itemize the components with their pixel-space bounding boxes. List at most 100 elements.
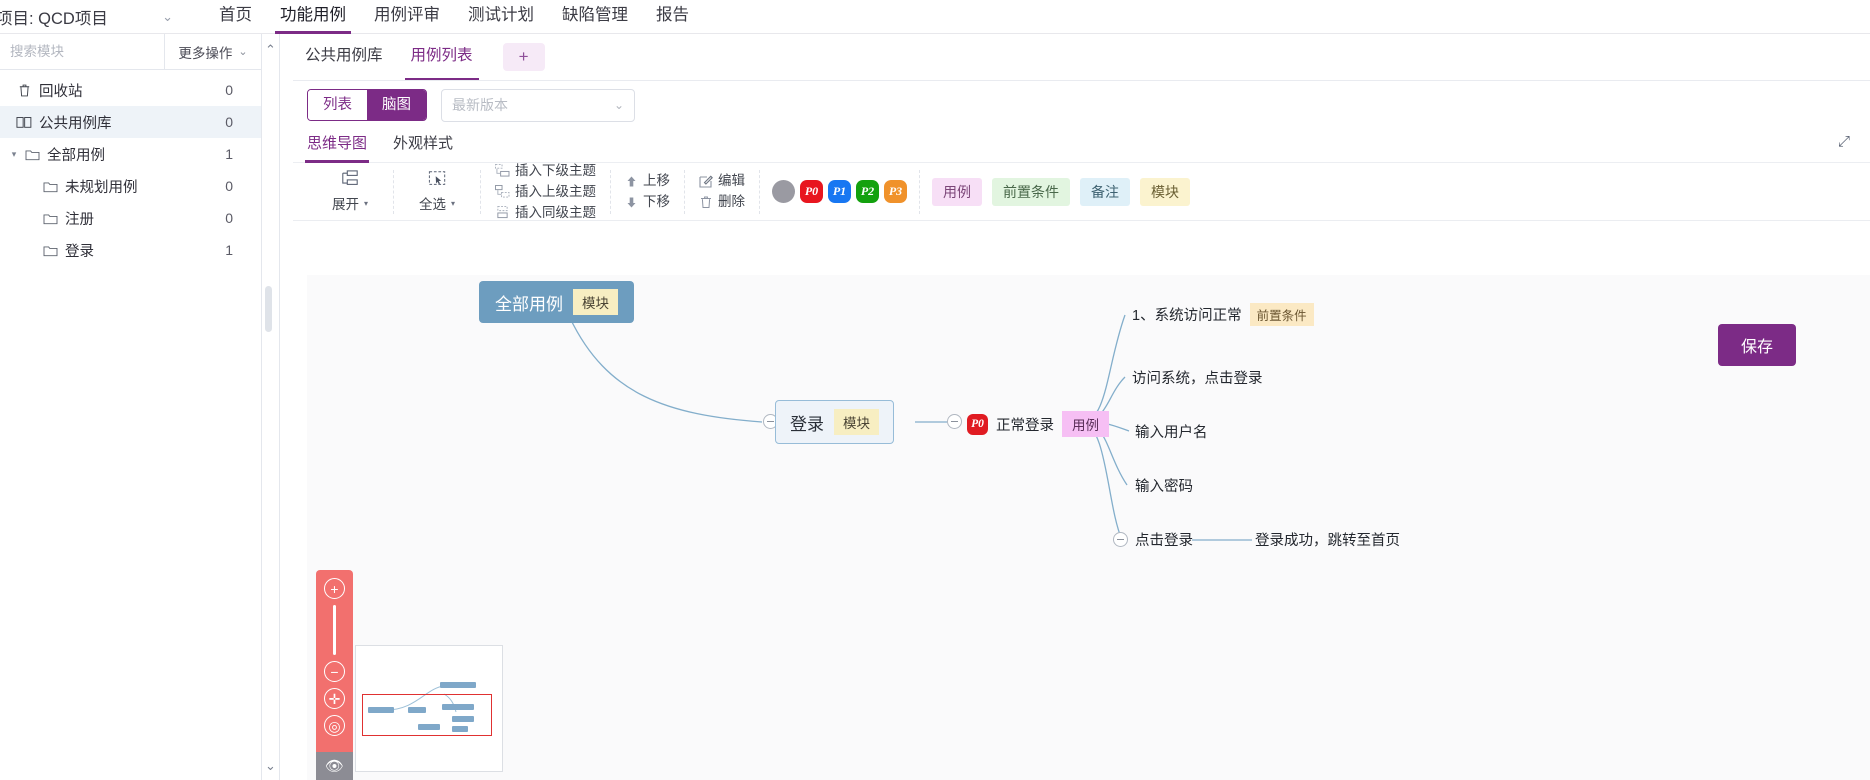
mindmap-case-node[interactable]: P0 正常登录 用例 xyxy=(967,411,1109,437)
minimap-viewport[interactable] xyxy=(362,694,492,736)
mindmap-leaf-expected-result[interactable]: 登录成功，跳转至首页 xyxy=(1255,529,1400,550)
nav-item-test-plan[interactable]: 测试计划 xyxy=(468,5,534,24)
edit-button[interactable]: 编辑 xyxy=(699,172,745,190)
view-mode-mindmap[interactable]: 脑图 xyxy=(367,90,426,120)
arrow-down-icon xyxy=(625,196,638,209)
tag-remark-button[interactable]: 备注 xyxy=(1080,177,1130,206)
sidebar-item-all-cases[interactable]: ▾ 全部用例 1 xyxy=(0,138,261,170)
minimap-node xyxy=(368,707,394,713)
collapse-toggle-step4[interactable] xyxy=(1113,532,1128,547)
tab-public-case-library[interactable]: 公共用例库 xyxy=(305,47,383,64)
nav-item-defect-management[interactable]: 缺陷管理 xyxy=(562,5,628,24)
move-buttons: 上移 下移 xyxy=(625,172,670,211)
priority-p2-button[interactable]: P2 xyxy=(856,180,879,203)
fit-screen-icon[interactable]: ✛ xyxy=(324,688,345,709)
sidebar-item-public-case-library[interactable]: 公共用例库 0 xyxy=(0,106,261,138)
priority-p3-button[interactable]: P3 xyxy=(884,180,907,203)
sidebar-drag-handle[interactable] xyxy=(265,286,272,332)
zoom-controls: + − ✛ ◎ 👁 xyxy=(316,570,353,780)
mindmap-leaf-step4[interactable]: 点击登录 xyxy=(1135,529,1193,550)
tag-case-button[interactable]: 用例 xyxy=(932,177,982,206)
expand-button[interactable]: 展开 ▾ xyxy=(321,170,379,213)
tag-precondition-button[interactable]: 前置条件 xyxy=(992,177,1070,206)
toolbar-group-edit: 编辑 删除 xyxy=(685,169,760,214)
case-panel: 列表 脑图 最新版本 ⌄ 思维导图 外观样式 ⤢ xyxy=(293,80,1870,780)
mindmap-subtabs: 思维导图 外观样式 ⤢ xyxy=(293,129,1870,163)
mindmap-leaf-step1[interactable]: 访问系统，点击登录 xyxy=(1132,367,1263,388)
zoom-out-icon[interactable]: − xyxy=(324,661,345,682)
move-up-button[interactable]: 上移 xyxy=(625,172,670,190)
priority-p0-button[interactable]: P0 xyxy=(800,180,823,203)
insert-parent-topic-button[interactable]: 插入上级主题 xyxy=(495,183,596,201)
scroll-down-icon[interactable]: ⌄ xyxy=(265,758,276,773)
version-select[interactable]: 最新版本 ⌄ xyxy=(441,88,635,122)
nav-item-home[interactable]: 首页 xyxy=(219,5,252,24)
mindmap-leaf-step2[interactable]: 输入用户名 xyxy=(1135,421,1208,442)
mindmap-root-tag: 模块 xyxy=(573,289,618,315)
top-bar: 项目: QCD项目 ⌄ 首页 功能用例 用例评审 测试计划 缺陷管理 报告 xyxy=(0,0,1870,34)
sidebar-item-login[interactable]: 登录 1 xyxy=(0,234,261,266)
nav-item-report[interactable]: 报告 xyxy=(656,5,689,24)
nav-item-case-review[interactable]: 用例评审 xyxy=(374,5,440,24)
tag-module-button[interactable]: 模块 xyxy=(1140,177,1190,206)
search-module-box[interactable] xyxy=(0,34,165,69)
sidebar-item-label: 登录 xyxy=(65,243,94,260)
sidebar-item-count: 0 xyxy=(225,114,233,130)
toolbar-group-insert: 插入下级主题 插入上级主题 插入同级主题 xyxy=(481,163,611,220)
subtab-mindmap[interactable]: 思维导图 xyxy=(304,129,370,163)
sidebar-item-label: 未规划用例 xyxy=(65,179,138,196)
minimap-node xyxy=(452,716,474,722)
insert-parent-topic-label: 插入上级主题 xyxy=(515,183,596,199)
tab-case-list[interactable]: 用例列表 xyxy=(399,34,485,80)
subtab-appearance[interactable]: 外观样式 xyxy=(393,134,454,152)
view-mode-list[interactable]: 列表 xyxy=(308,90,367,120)
nav-item-functional-cases[interactable]: 功能用例 xyxy=(266,0,360,34)
sidebar-item-count: 0 xyxy=(225,178,233,194)
sidebar-item-recycle-bin[interactable]: 回收站 0 xyxy=(0,74,261,106)
priority-none-button[interactable] xyxy=(772,180,795,203)
scroll-up-icon[interactable]: ⌃ xyxy=(265,42,276,57)
chevron-down-icon[interactable]: ▾ xyxy=(11,148,17,159)
fullscreen-icon[interactable]: ⤢ xyxy=(1837,133,1850,150)
search-input[interactable] xyxy=(10,44,154,59)
center-view-icon[interactable]: ◎ xyxy=(324,715,345,736)
view-controls: 列表 脑图 最新版本 ⌄ xyxy=(293,81,1870,129)
save-button[interactable]: 保存 xyxy=(1718,324,1796,366)
zoom-in-icon[interactable]: + xyxy=(324,578,345,599)
sidebar-item-unplanned-cases[interactable]: 未规划用例 0 xyxy=(0,170,261,202)
mindmap-module-node[interactable]: 登录 模块 xyxy=(775,400,894,444)
mindmap-canvas[interactable]: 全部用例 模块 登录 模块 P0 正常登录 用例 1、系统访问正常 前置条件 xyxy=(307,275,1870,780)
mindmap-leaf-label: 登录成功，跳转至首页 xyxy=(1255,533,1400,549)
priority-p1-button[interactable]: P1 xyxy=(828,180,851,203)
minimap[interactable] xyxy=(355,645,503,772)
chevron-down-icon: ▾ xyxy=(363,198,368,208)
mindmap-leaf-label: 访问系统，点击登录 xyxy=(1132,371,1263,387)
collapse-toggle-case[interactable] xyxy=(947,414,962,429)
insert-sibling-icon xyxy=(495,206,510,219)
move-up-label: 上移 xyxy=(643,173,670,188)
tag-buttons: 用例 前置条件 备注 模块 xyxy=(920,177,1190,206)
sidebar-item-label: 注册 xyxy=(65,211,94,228)
delete-label: 删除 xyxy=(718,194,745,209)
mindmap-case-tag: 用例 xyxy=(1062,411,1109,437)
select-all-button[interactable]: 全选 ▾ xyxy=(408,170,466,213)
insert-sibling-topic-button[interactable]: 插入同级主题 xyxy=(495,204,596,222)
zoom-slider[interactable] xyxy=(333,605,336,655)
add-tab-button[interactable]: + xyxy=(502,43,545,71)
move-down-button[interactable]: 下移 xyxy=(625,193,670,211)
eye-icon[interactable]: 👁 xyxy=(316,752,353,780)
more-operations-button[interactable]: 更多操作 ⌄ xyxy=(165,34,261,69)
project-selector[interactable]: 项目: QCD项目 ⌄ xyxy=(0,5,205,29)
delete-button[interactable]: 删除 xyxy=(699,193,745,211)
insert-parent-icon xyxy=(495,185,510,198)
chevron-down-icon: ⌄ xyxy=(162,8,173,24)
mindmap-root-node[interactable]: 全部用例 模块 xyxy=(479,281,634,323)
sidebar-item-register[interactable]: 注册 0 xyxy=(0,202,261,234)
insert-child-topic-button[interactable]: 插入下级主题 xyxy=(495,162,596,180)
select-all-icon xyxy=(427,170,448,191)
mindmap-leaf-step3[interactable]: 输入密码 xyxy=(1135,475,1193,496)
select-all-row: 全选 ▾ xyxy=(419,193,455,213)
mindmap-leaf-precondition[interactable]: 1、系统访问正常 前置条件 xyxy=(1132,303,1314,326)
insert-buttons: 插入下级主题 插入上级主题 插入同级主题 xyxy=(495,162,596,222)
sidebar-item-label: 公共用例库 xyxy=(39,115,112,132)
